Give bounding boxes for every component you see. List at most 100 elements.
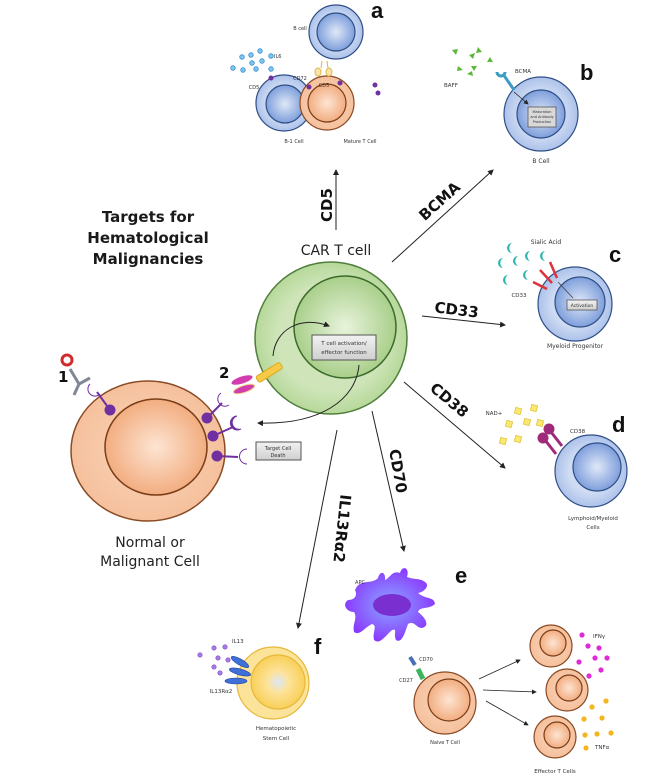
label-naive-t: Naive T Cell: [430, 740, 460, 746]
label-baff: BAFF: [444, 83, 458, 89]
cd38-receptors: [537, 423, 564, 455]
effector-t-cells: [529, 624, 589, 759]
label-il13ra2: IL13Rα2: [210, 689, 233, 695]
arrow-cd70: [371, 410, 406, 552]
lymphoid-nucleus: [572, 442, 622, 492]
panel-e: e APC CD70 CD27 Naive T Cell IFNγ: [345, 563, 614, 775]
b-cell-nucleus: [316, 12, 356, 52]
bcma-receptor-head: [495, 71, 507, 78]
car-t-label: CAR T cell: [301, 243, 372, 259]
car-scfv-upper: [231, 375, 253, 385]
title-line-2: Hematological: [87, 229, 208, 247]
naive-t-nucleus: [427, 678, 471, 722]
target-cell-label-2: Malignant Cell: [100, 554, 200, 570]
label-mature-t-cell: Mature T Cell: [343, 139, 376, 145]
activation-box-c: [566, 299, 598, 311]
apc-nucleus: [373, 594, 411, 616]
differentiation-arrows: [478, 659, 537, 726]
cd27-receptor: [415, 667, 426, 681]
panel-c: c Sialic Acid CD33 Activation Myeloid Pr…: [498, 239, 621, 350]
label-myeloid-progenitor: Myeloid Progenitor: [547, 343, 604, 350]
label-cd5-left: CD5: [249, 85, 260, 91]
label-lymphoid-line-1: Lymphoid/Myeloid: [568, 516, 618, 522]
target-antigens: [87, 383, 248, 465]
bcma-receptor-icon: [501, 73, 516, 91]
title-line-1: Targets for: [102, 208, 195, 226]
b1-cell-nucleus: [265, 84, 305, 124]
label-tnfa: TNFα: [594, 745, 610, 751]
target-label-bcma: BCMA: [415, 178, 464, 224]
car-t-cell: CAR T cell T cell activation/ effector f…: [231, 243, 408, 427]
label-cd33: CD33: [511, 293, 527, 299]
activation-box-line-2: effector function: [321, 350, 367, 356]
sialic-acid-molecules: [498, 243, 545, 285]
target-cell: Normal or Malignant Cell 1 2 Target Cell…: [58, 353, 302, 570]
cd5-receptors: [268, 75, 381, 96]
label-b-cell-b: B Cell: [532, 158, 550, 165]
title-line-3: Malignancies: [93, 250, 204, 268]
diagram-title: Targets for Hematological Malignancies: [87, 208, 208, 268]
panel-f: f IL13 IL13Rα2 Hematopoietic Stem Cell: [197, 634, 322, 742]
activation-signal-arrow: [272, 321, 330, 357]
target-death-box: [255, 441, 302, 461]
ifng-molecules: [576, 632, 610, 679]
il6-molecules: [230, 48, 274, 73]
target-label-il13ra2: IL13Rα2: [329, 494, 354, 564]
target-label-cd38: CD38: [426, 379, 472, 421]
label-il6: IL6: [274, 54, 281, 60]
panel-letter-f: f: [314, 634, 322, 659]
activation-box-line-1: T cell activation/: [320, 341, 367, 347]
il13ra2-receptors: [224, 656, 251, 685]
target-arrows: [296, 169, 506, 629]
label-il13: IL13: [232, 639, 244, 645]
target-label-cd33: CD33: [434, 298, 480, 321]
baff-molecules: [452, 47, 493, 76]
panel-letter-a: a: [371, 0, 384, 23]
panel-letter-b: b: [580, 60, 593, 85]
panel-a: a B cell IL6 CD72 CD5 CD5 B-1 Cell Matur…: [230, 0, 384, 145]
cd72-receptors: [314, 60, 333, 77]
marker-2: 2: [219, 364, 229, 382]
mature-t-nucleus: [307, 83, 347, 123]
tnfa-molecules: [581, 698, 614, 751]
panel-d: d NAD+ CD38 Lymphoid/Myeloid Cells: [486, 403, 628, 531]
maturation-line-1: Maturation: [532, 110, 551, 114]
target-cell-nucleus: [104, 398, 208, 496]
killing-signal-arrow: [257, 364, 360, 427]
death-box-line-2: Death: [270, 453, 285, 459]
maturation-box: [527, 106, 557, 128]
label-stem-line-2: Stem Cell: [263, 736, 290, 742]
maturation-line-2: and Antibody: [530, 115, 553, 119]
label-cd70: CD70: [419, 657, 433, 663]
label-sialic-acid: Sialic Acid: [531, 239, 562, 246]
panel-letter-c: c: [609, 242, 621, 267]
antigen: [201, 392, 230, 424]
arrow-cd33: [421, 315, 506, 328]
label-nad: NAD+: [486, 411, 503, 417]
label-cd72: CD72: [293, 76, 307, 82]
death-box-line-1: Target Cell: [264, 446, 291, 452]
car-scfv-lower: [232, 383, 256, 395]
cd33-receptors: [532, 261, 559, 291]
car-t-nucleus: [293, 275, 397, 379]
car-receptor-stalk: [255, 362, 283, 383]
bcma-signal-arrow: [513, 91, 529, 105]
label-effector-t: Effector T Cells: [534, 769, 576, 775]
antigen: [87, 383, 116, 416]
car-receptor: [231, 362, 283, 395]
label-apc: APC: [355, 580, 365, 586]
panel-b: b BAFF BCMA Maturation and Antibody Prod…: [444, 47, 593, 165]
cd70-ligand: [408, 655, 417, 667]
target-label-cd5: CD5: [318, 188, 336, 222]
arrow-il13ra2: [296, 429, 338, 629]
arrow-bcma: [391, 169, 494, 263]
label-bcma: BCMA: [515, 69, 531, 75]
panel-letter-d: d: [612, 412, 625, 437]
target-cell-label-1: Normal or: [115, 535, 185, 551]
antigen: [207, 415, 242, 442]
stem-cell-nucleus: [250, 654, 306, 710]
label-stem-line-1: Hematopoietic: [256, 726, 296, 732]
activation-label: Activation: [571, 303, 594, 309]
maturation-line-3: Production: [533, 120, 552, 124]
